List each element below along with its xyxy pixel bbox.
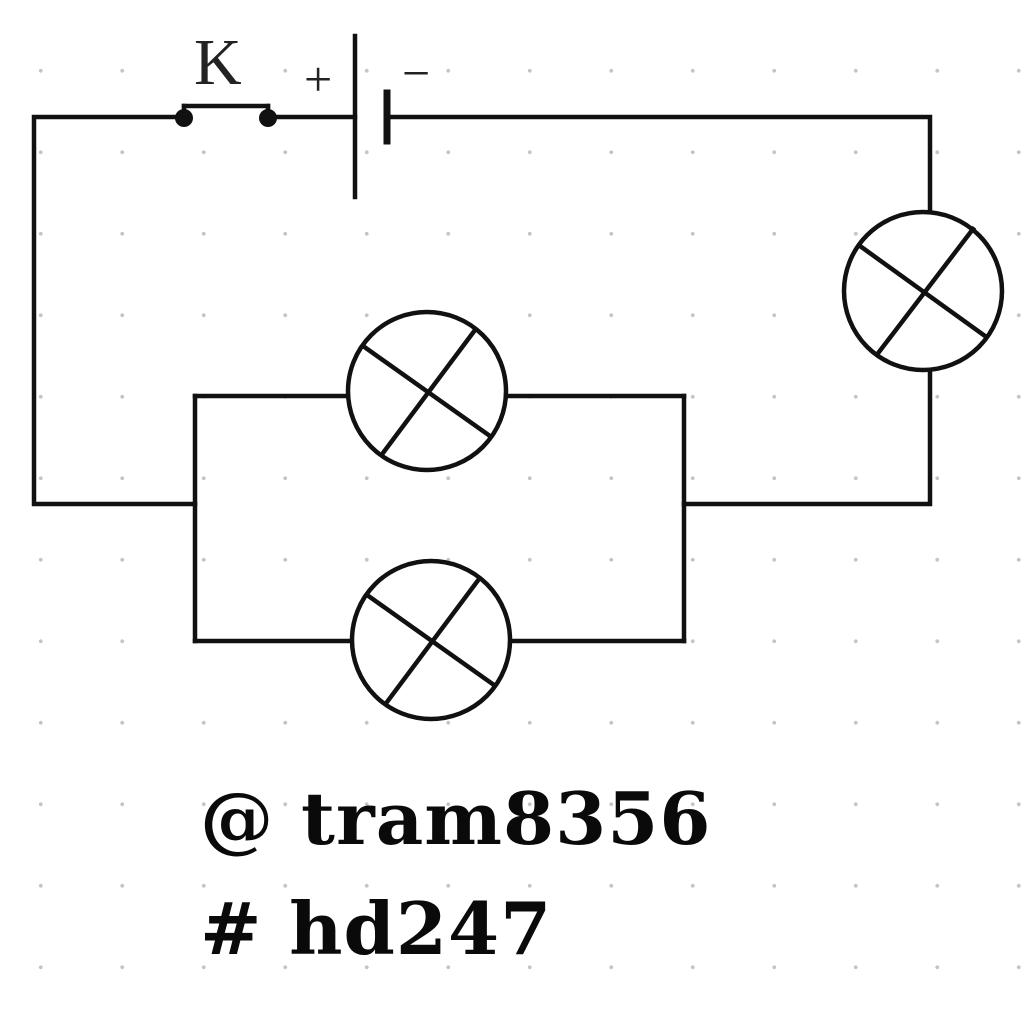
switch-contact-left xyxy=(175,109,193,127)
battery-minus-label: − xyxy=(402,45,430,101)
lamp-cross-b xyxy=(383,575,483,706)
wire-left-outer xyxy=(31,114,198,507)
lamp-cross-a xyxy=(363,591,498,689)
credit-handle: @ tram8356 xyxy=(200,776,712,861)
credit-tag: # hd247 xyxy=(200,886,553,971)
lamp-parallel-top xyxy=(345,309,509,473)
lamp-parallel-bottom xyxy=(349,558,513,722)
wires xyxy=(31,114,933,644)
lamp-cross-a xyxy=(856,242,989,340)
battery-plus-label: + xyxy=(304,51,332,107)
lamp-right-series xyxy=(841,209,1005,373)
switch-label: K xyxy=(194,26,242,99)
lamp-cross-b xyxy=(875,225,977,356)
wire-battery-to-right xyxy=(384,114,933,215)
battery: + − xyxy=(304,33,430,200)
switch-contact-right xyxy=(259,109,277,127)
wire-right-lamp-down xyxy=(681,367,933,507)
switch-k: K xyxy=(175,26,277,127)
lamp-cross-a xyxy=(359,342,494,440)
lamp-cross-b xyxy=(379,326,479,457)
